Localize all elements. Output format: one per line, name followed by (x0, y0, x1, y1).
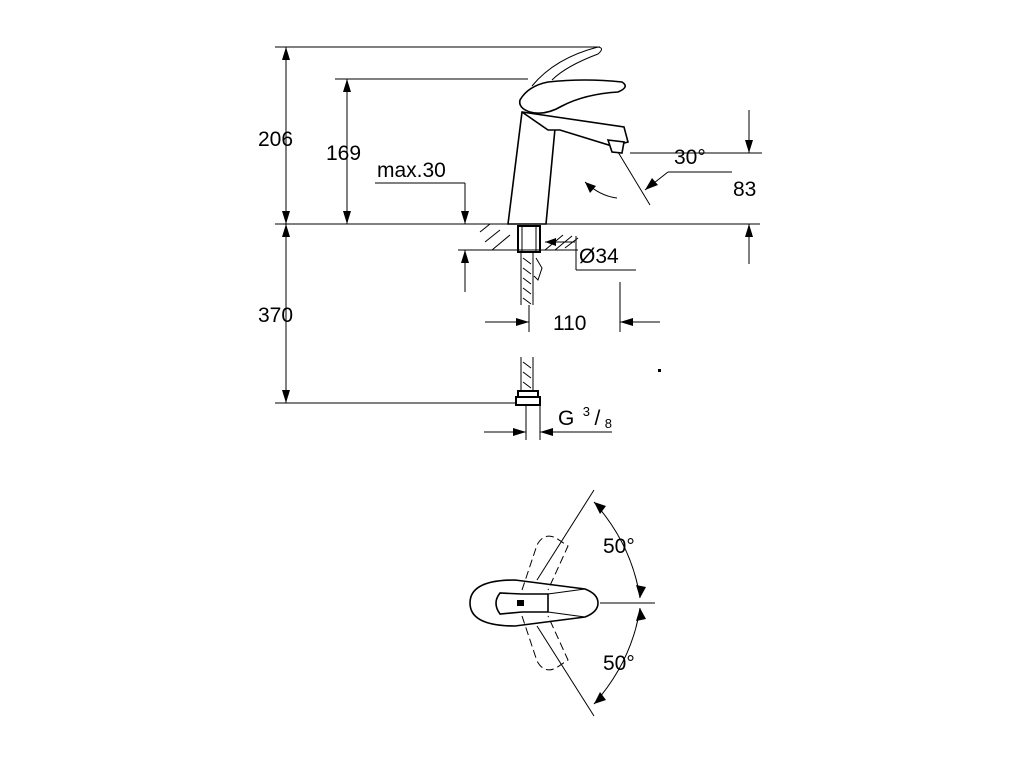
dimension-spout-angle: 30° (584, 146, 732, 206)
lever-rotated-down (521, 615, 569, 671)
dimension-thread: G 3 / 8 (484, 403, 612, 436)
stray-mark (658, 369, 661, 372)
dimension-deck-thickness: max.30 (375, 159, 469, 292)
thread-denominator: 8 (605, 416, 612, 431)
faucet-body (507, 111, 629, 225)
faucet-top (469, 579, 599, 627)
hole-diameter-label: Ø34 (579, 245, 619, 268)
dimension-83: 83 (630, 110, 762, 264)
reach-label: 110 (553, 312, 586, 335)
height-spout-label: 169 (326, 142, 361, 165)
spout-clearance-label: 83 (733, 178, 756, 201)
hose-length-label: 370 (258, 304, 293, 327)
indicator-marker (517, 600, 524, 606)
dimension-169: 169 (326, 78, 528, 224)
dimension-110: 110 (485, 282, 660, 335)
thread-numerator: 3 (583, 404, 590, 419)
deck-thickness-label: max.30 (377, 159, 446, 182)
side-view: 206 169 max.30 (258, 46, 762, 440)
thread-label: G 3 / 8 (558, 403, 612, 431)
lever-rotated-up (521, 535, 569, 591)
thread-slash: / (594, 407, 600, 430)
dimension-hole-diameter: Ø34 (545, 236, 636, 271)
dimension-206: 206 (258, 46, 600, 224)
spout-angle-label: 30° (674, 146, 706, 169)
mounting-shank (517, 225, 543, 305)
rotation-lower-label: 50° (603, 652, 635, 675)
top-view: 50° 50° (469, 489, 655, 717)
height-total-label: 206 (258, 128, 293, 151)
thread-prefix: G (558, 407, 574, 430)
hose-connector (515, 357, 541, 440)
dimension-370: 370 (258, 224, 516, 404)
rotation-upper-label: 50° (603, 535, 635, 558)
lever-handle (518, 46, 626, 114)
